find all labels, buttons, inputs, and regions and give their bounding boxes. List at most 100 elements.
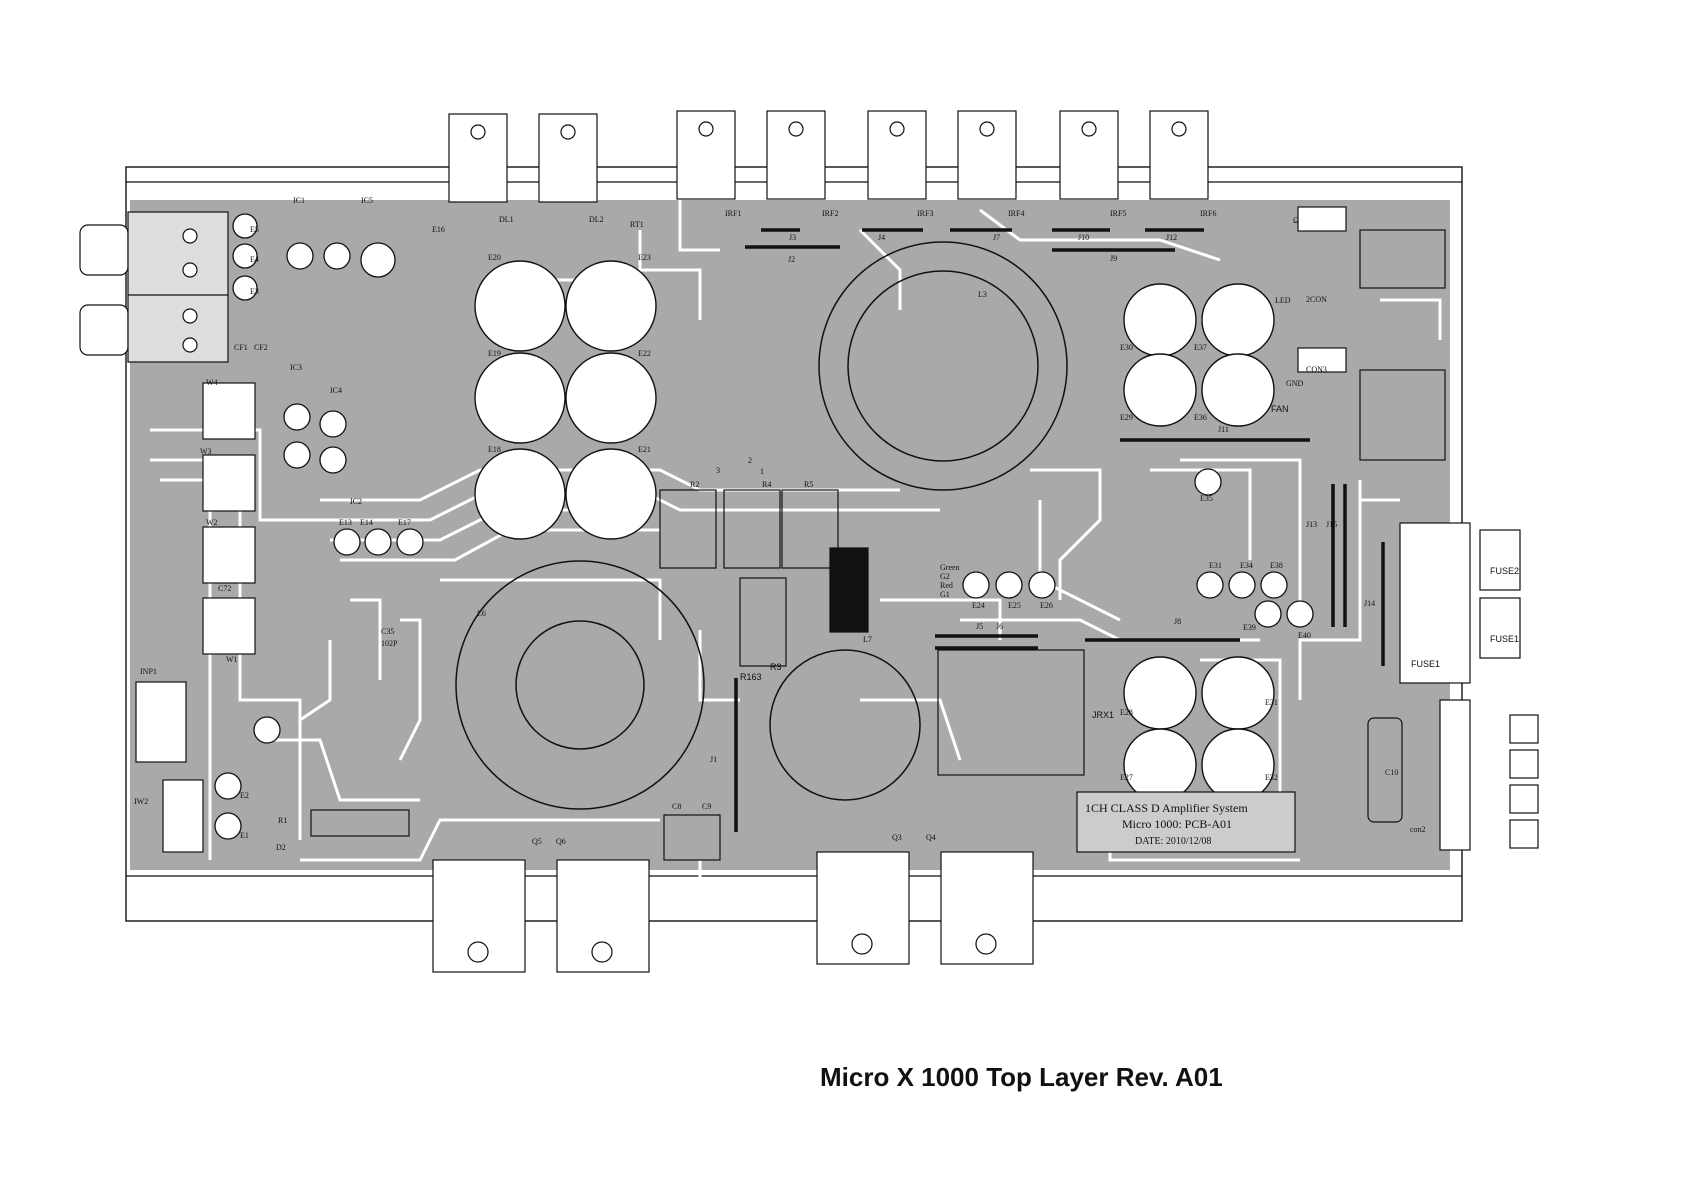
- label-j8: J8: [1174, 617, 1181, 626]
- label-e22: E22: [638, 349, 651, 358]
- label-r163: R163: [740, 672, 762, 682]
- label-gnd: GND: [1286, 379, 1304, 388]
- small-electrolytics: [214, 213, 1314, 840]
- label-e32: E32: [1265, 773, 1278, 782]
- label-fan: FAN: [1271, 404, 1289, 414]
- label-j4: J4: [878, 233, 885, 242]
- label-e34: E34: [1240, 561, 1253, 570]
- label-ic2: IC2: [350, 497, 362, 506]
- label-e38: E38: [1270, 561, 1283, 570]
- label-cf2: CF2: [254, 343, 268, 352]
- label-e27: E27: [1120, 773, 1133, 782]
- label-e24: E24: [972, 601, 985, 610]
- drawing-caption: Micro X 1000 Top Layer Rev. A01: [820, 1062, 1223, 1092]
- label-r2: R2: [690, 480, 699, 489]
- right-connectors: [1297, 206, 1539, 851]
- label-e17: E17: [398, 518, 411, 527]
- label-cf1: CF1: [234, 343, 248, 352]
- info-box-line2: Micro 1000: PCB-A01: [1122, 817, 1232, 831]
- label-fuse2: FUSE2: [1490, 566, 1519, 576]
- label-c72: C72: [218, 584, 231, 593]
- label-l6: L6: [477, 609, 486, 618]
- label-r1: R1: [278, 816, 287, 825]
- label-w4: W4: [206, 378, 218, 387]
- bottom-transistors: [432, 851, 1034, 973]
- label-ic5: IC5: [361, 196, 373, 205]
- label-j6: J6: [996, 622, 1003, 631]
- label-c35: C35: [381, 627, 394, 636]
- label-con2-top: 2CON: [1306, 295, 1327, 304]
- label-q5: Q5: [532, 837, 542, 846]
- label-j15: J15: [1326, 520, 1337, 529]
- label-dl1: DL1: [499, 215, 514, 224]
- label-rt1: RT1: [630, 220, 644, 229]
- label-j9: J9: [1110, 254, 1117, 263]
- label-fuse-sub: FUSE1: [1411, 659, 1440, 669]
- label-e20: E20: [488, 253, 501, 262]
- label-iw2: IW2: [134, 797, 148, 806]
- label-e25: E25: [1008, 601, 1021, 610]
- label-d2: D2: [276, 843, 286, 852]
- label-w1: W1: [226, 655, 238, 664]
- label-e26: E26: [1040, 601, 1053, 610]
- label-e30: E30: [1120, 343, 1133, 352]
- label-j2: J2: [788, 255, 795, 264]
- label-e39: E39: [1243, 623, 1256, 632]
- label-j10: J10: [1078, 233, 1089, 242]
- label-j5: J5: [976, 622, 983, 631]
- label-j13: J13: [1306, 520, 1317, 529]
- label-e5: E5: [250, 225, 259, 234]
- toroid-inductors: [455, 241, 1068, 810]
- label-102p: 102P: [381, 639, 398, 648]
- top-mosfets: [448, 110, 1209, 203]
- info-box: 1CH CLASS D Amplifier System Micro 1000:…: [1085, 801, 1248, 847]
- label-j7: J7: [993, 233, 1000, 242]
- label-fuse1: FUSE1: [1490, 634, 1519, 644]
- label-q3: Q3: [892, 833, 902, 842]
- label-e13: E13: [339, 518, 352, 527]
- label-e18: E18: [488, 445, 501, 454]
- silkscreen-labels: DL1 DL2 IRF1 IRF2 IRF3 IRF4 IRF5 IRF6 IC…: [134, 196, 1519, 852]
- label-ic3: IC3: [290, 363, 302, 372]
- label-g2: G2: [940, 572, 950, 581]
- label-l7: L7: [863, 635, 872, 644]
- label-dl2: DL2: [589, 215, 604, 224]
- label-w3: W3: [200, 447, 212, 456]
- label-jrx1: JRX1: [1092, 710, 1114, 720]
- label-e2: E2: [240, 791, 249, 800]
- label-c9: C9: [702, 802, 711, 811]
- bulk-capacitors: [474, 260, 1275, 802]
- label-l3: L3: [978, 290, 987, 299]
- label-e3: E3: [250, 287, 259, 296]
- label-w2: W2: [206, 518, 218, 527]
- label-irf4: IRF4: [1008, 209, 1024, 218]
- label-irf6: IRF6: [1200, 209, 1216, 218]
- label-e19: E19: [488, 349, 501, 358]
- label-c10: C10: [1385, 768, 1398, 777]
- label-e29: E29: [1120, 413, 1133, 422]
- silkscreen-bars: [734, 228, 1385, 832]
- label-e35: E35: [1200, 494, 1213, 503]
- label-q6: Q6: [556, 837, 566, 846]
- label-e14: E14: [360, 518, 373, 527]
- label-j3: J3: [789, 233, 796, 242]
- label-e28: E28: [1120, 708, 1133, 717]
- label-green: Green: [940, 563, 960, 572]
- label-pin1: 1: [760, 467, 764, 476]
- label-e4: E4: [250, 255, 259, 264]
- left-potentiometers: [135, 382, 256, 853]
- label-e1: E1: [240, 831, 249, 840]
- label-e36: E36: [1194, 413, 1207, 422]
- left-connectors: [79, 211, 229, 363]
- label-pin3: 3: [716, 466, 720, 475]
- info-box-line1: 1CH CLASS D Amplifier System: [1085, 801, 1248, 815]
- label-j14: J14: [1364, 599, 1375, 608]
- label-ic1: IC1: [293, 196, 305, 205]
- label-e40: E40: [1298, 631, 1311, 640]
- label-e21: E21: [638, 445, 651, 454]
- label-e31: E31: [1265, 698, 1278, 707]
- label-omega: Ω: [1293, 216, 1299, 225]
- label-j11: J11: [1218, 425, 1229, 434]
- label-g1: G1: [940, 590, 950, 599]
